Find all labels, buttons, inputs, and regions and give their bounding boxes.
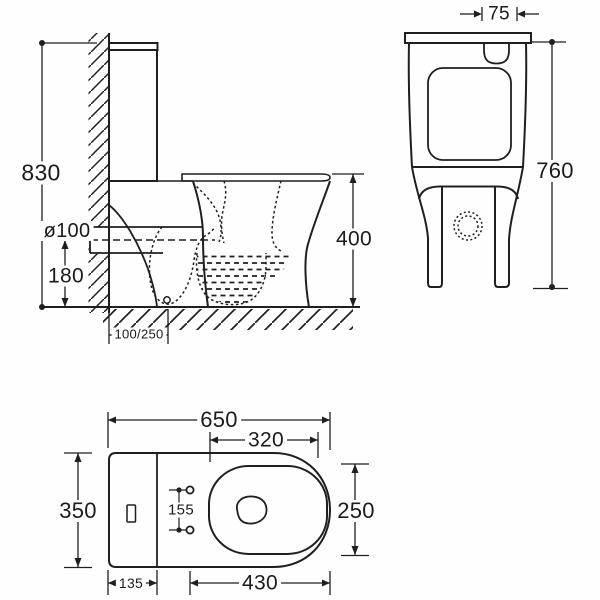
dim-320-label: 320 bbox=[245, 429, 287, 451]
dim-250-label: 250 bbox=[334, 500, 378, 522]
outlet-ring-inner bbox=[457, 215, 479, 237]
dim-430-label: 430 bbox=[239, 572, 281, 594]
water-spot-top bbox=[236, 495, 268, 525]
dim-100-250-label: 100/250 bbox=[111, 327, 167, 341]
dim-760-label: 760 bbox=[533, 160, 577, 182]
floor-bolt bbox=[163, 296, 171, 304]
water-fill bbox=[196, 254, 290, 305]
outlet-pipe bbox=[80, 226, 215, 254]
dim-75-label: 75 bbox=[485, 4, 513, 24]
dim-180-label: 180 bbox=[45, 265, 87, 287]
dim-75 bbox=[460, 7, 539, 21]
cistern-front bbox=[404, 32, 532, 168]
pedestal-front bbox=[411, 166, 524, 288]
dim-135-label: 135 bbox=[115, 576, 147, 590]
dim-650-label: 650 bbox=[197, 409, 241, 431]
flush-button-front bbox=[483, 43, 510, 65]
dim-250 bbox=[341, 463, 369, 557]
hinge-hole-top bbox=[185, 485, 195, 495]
seat-top bbox=[208, 465, 328, 555]
dim-350-label: 350 bbox=[56, 500, 100, 522]
hinge-hole-bottom bbox=[185, 525, 195, 535]
floor-hatching bbox=[103, 309, 353, 330]
trap-hidden-lines bbox=[148, 180, 282, 306]
flush-button-top bbox=[126, 504, 137, 523]
front-view bbox=[404, 7, 568, 290]
dim-830-label: 830 bbox=[18, 161, 64, 185]
wall-hatching bbox=[88, 33, 109, 313]
dim-diameter-label: ø100 bbox=[40, 221, 94, 241]
top-view bbox=[64, 412, 369, 595]
dim-155-label: 155 bbox=[165, 502, 197, 518]
outlet-ring-outer bbox=[453, 211, 483, 241]
seat-side bbox=[181, 173, 331, 182]
cistern-side bbox=[108, 42, 159, 182]
dim-400-label: 400 bbox=[333, 228, 375, 250]
side-view bbox=[39, 33, 364, 344]
